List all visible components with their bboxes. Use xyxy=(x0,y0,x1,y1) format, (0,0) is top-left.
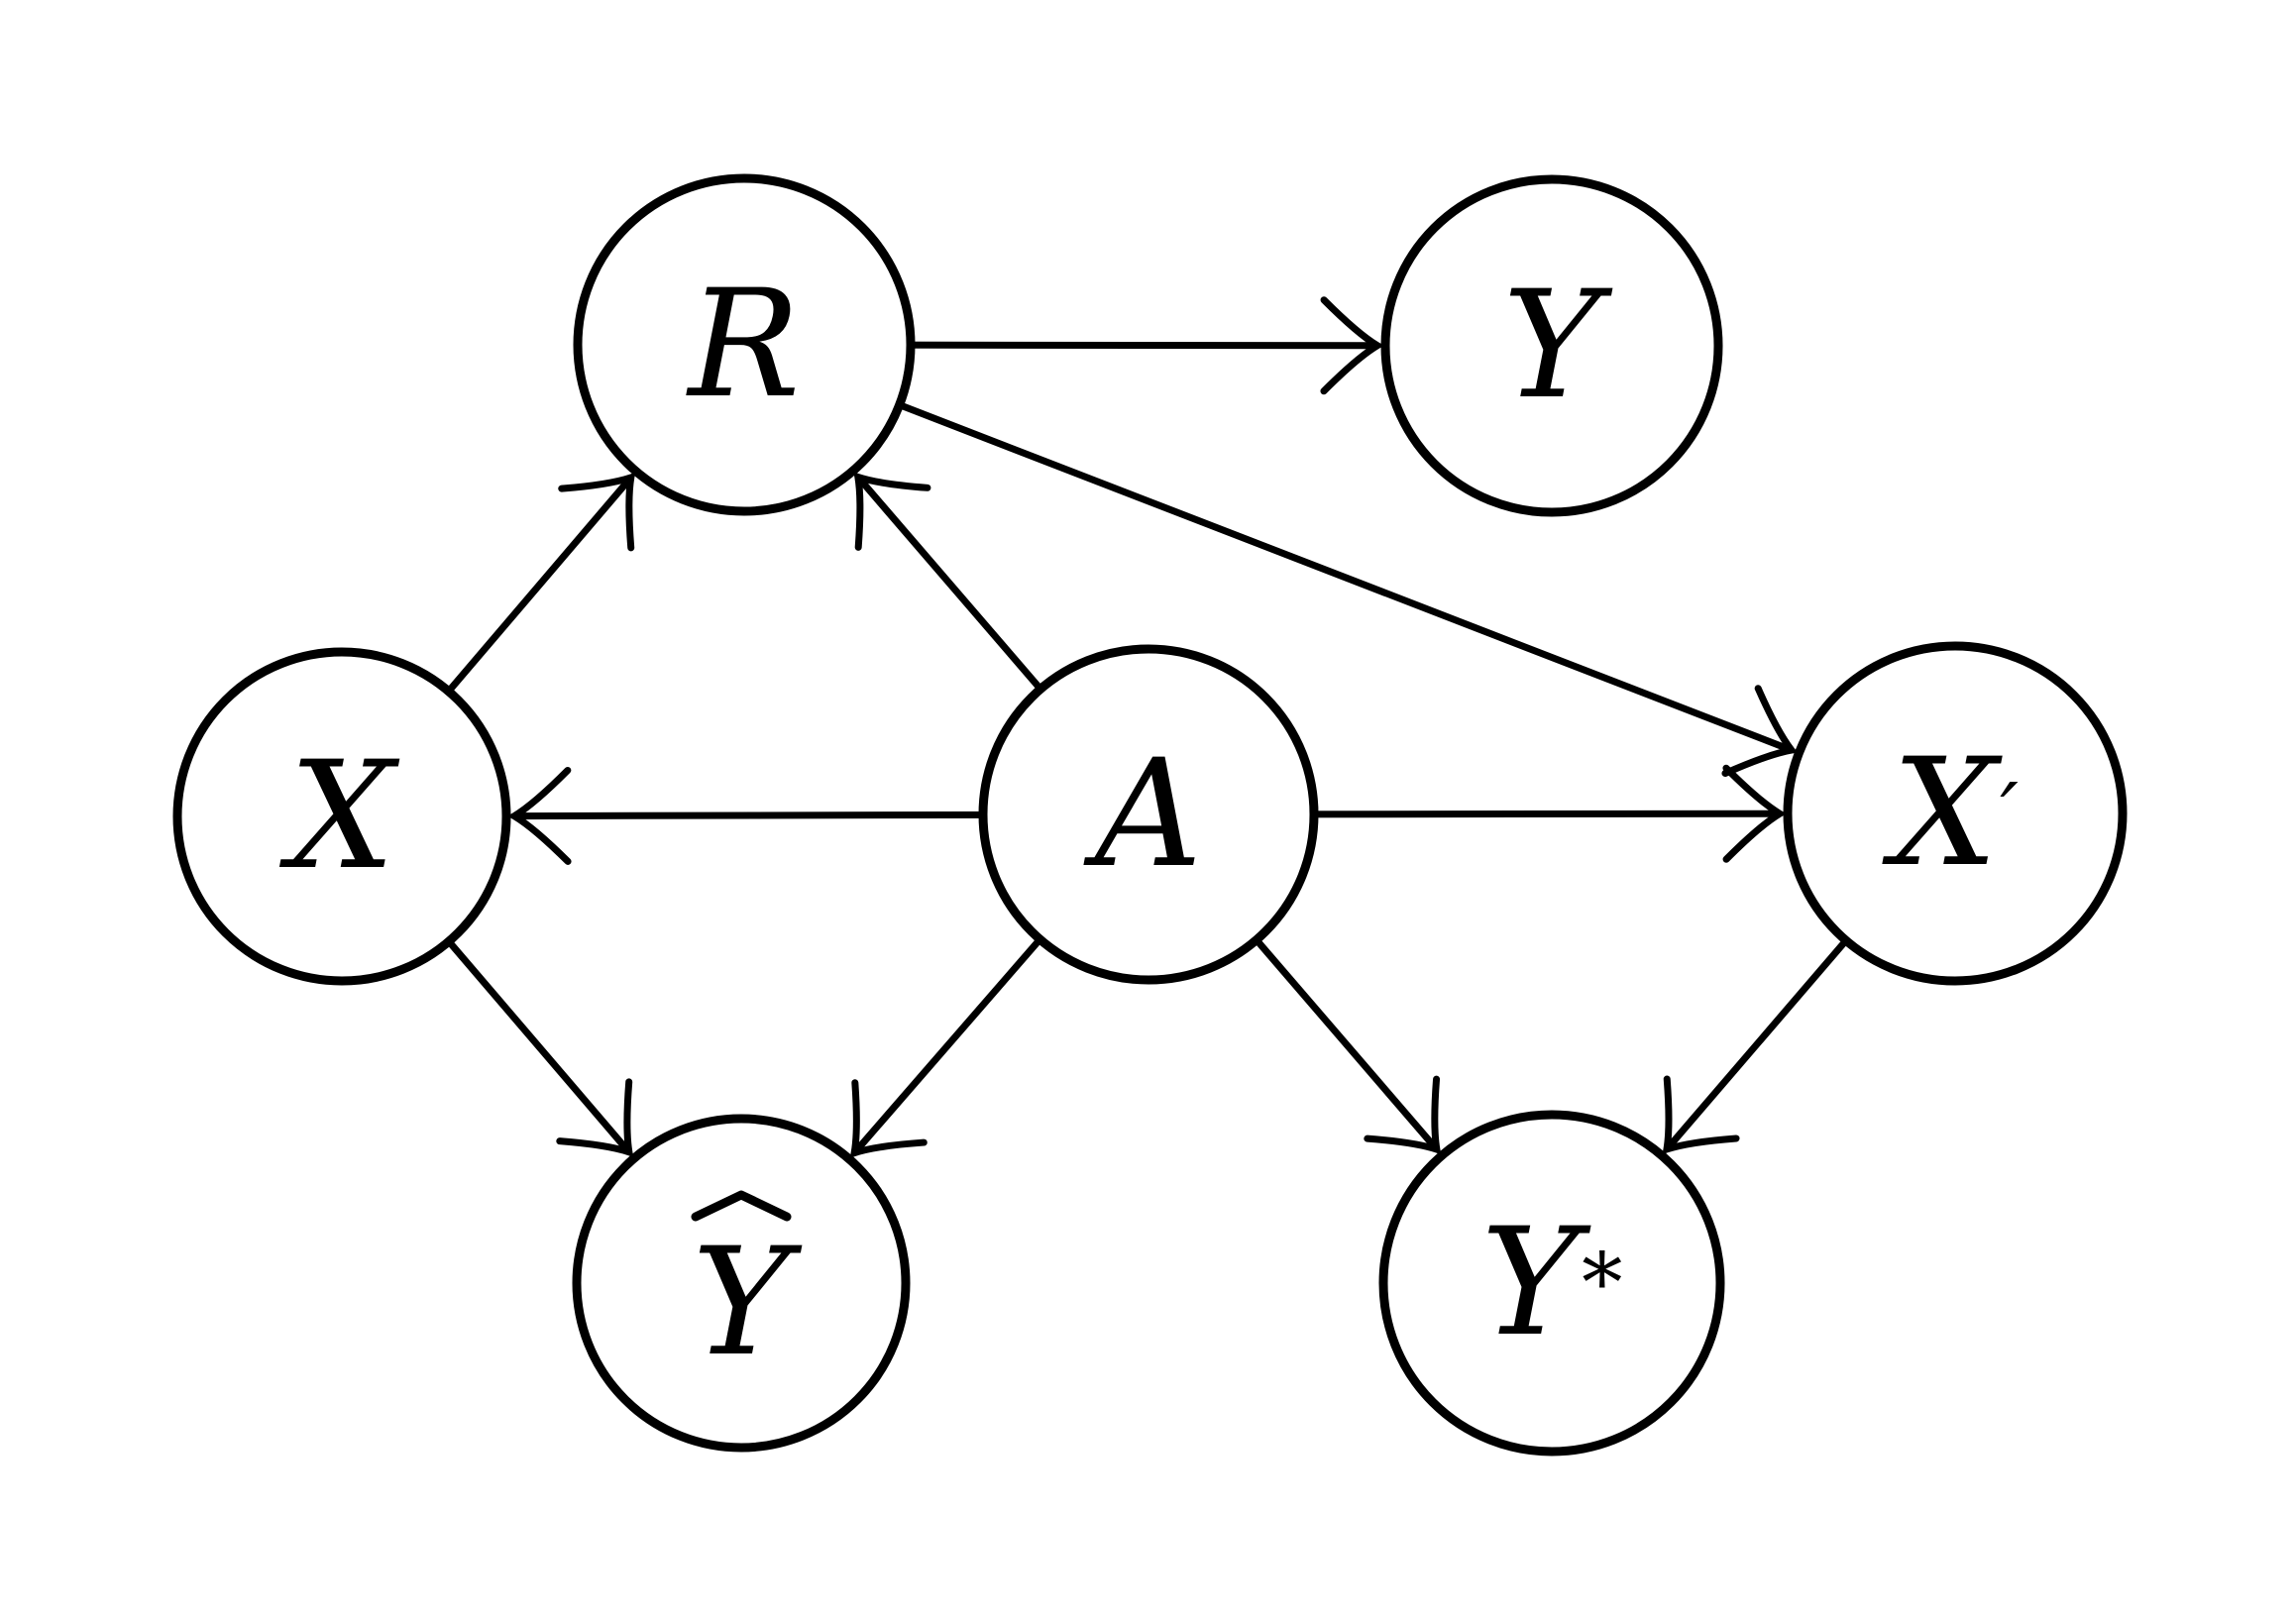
node-label-R: R xyxy=(578,178,911,511)
edge-R-to-Xprime xyxy=(742,341,1799,778)
node-circle-Xprime xyxy=(1783,641,2128,986)
node-letter-Yhat: Y xyxy=(692,1217,791,1389)
node-label-X: X xyxy=(177,652,506,981)
node-circle-R xyxy=(573,173,916,516)
node-circle-A xyxy=(978,644,1319,985)
node-circle-X xyxy=(172,647,511,986)
node-circle-Ystar xyxy=(1378,1110,1725,1457)
node-sup-Ystar: * xyxy=(1582,1235,1623,1331)
node-letter-X: X xyxy=(288,730,395,903)
node-letter-Y: Y xyxy=(1502,260,1601,432)
node-circle-Yhat xyxy=(572,1114,911,1453)
hat-accent-icon xyxy=(691,1190,792,1222)
node-label-Yhat: Y xyxy=(577,1119,906,1448)
node-label-A: A xyxy=(983,649,1314,980)
node-label-Y: Y xyxy=(1385,179,1718,512)
node-label-Xprime: X′ xyxy=(1788,646,2123,981)
node-letter-A: A xyxy=(1094,728,1203,901)
node-label-Ystar: Y* xyxy=(1383,1115,1720,1452)
node-circle-Y xyxy=(1380,174,1723,517)
node-letter-R: R xyxy=(688,259,801,431)
node-sup-Xprime: ′ xyxy=(2000,765,2019,861)
node-letter-Xprime: X xyxy=(1892,727,1998,900)
node-letter-Ystar: Y xyxy=(1480,1197,1580,1369)
